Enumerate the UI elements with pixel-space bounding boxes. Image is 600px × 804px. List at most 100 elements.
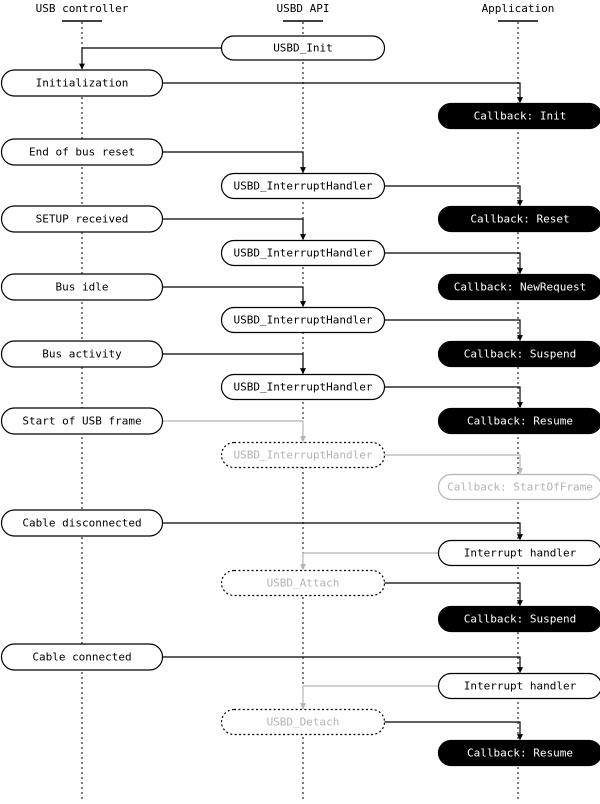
- node-label-start-of-usb-frame: Start of USB frame: [22, 415, 141, 428]
- node-label-setup-received: SETUP received: [36, 213, 129, 226]
- node-usbd-attach: USBD_Attach: [220, 569, 386, 597]
- connection-c-ih2-to-detach: [300, 685, 439, 710]
- connection-c-ih1-to-attach: [300, 552, 439, 571]
- connection-c-attach-to-cbsuspend2: [384, 582, 523, 607]
- node-label-cable-connected: Cable connected: [32, 651, 131, 664]
- node-usbd-init: USBD_Init: [220, 35, 386, 61]
- node-shape-irq-handler-2: [220, 239, 386, 267]
- node-cable-disconnected: Cable disconnected: [0, 509, 164, 537]
- node-initialization: Initialization: [0, 69, 164, 97]
- node-label-irq-handler-2: USBD_InterruptHandler: [233, 247, 372, 260]
- connection-c-setup-to-irq2: [162, 218, 306, 241]
- node-shape-cable-connected: [0, 643, 164, 671]
- node-label-cable-disconnected: Cable disconnected: [22, 517, 141, 530]
- node-setup-received: SETUP received: [0, 205, 164, 233]
- node-shape-callback-suspend-2: [437, 605, 600, 633]
- node-usbd-detach: USBD_Detach: [220, 708, 386, 736]
- lifeline-headers-layer: USB controller USBD API Application: [36, 2, 555, 22]
- node-shape-bus-idle: [0, 273, 164, 301]
- connection-c-irq3-to-cbsuspend: [384, 319, 523, 342]
- node-label-irq-handler-5: USBD_InterruptHandler: [233, 449, 372, 462]
- connection-c-irq4-to-cbresume: [384, 386, 523, 409]
- node-irq-handler-4: USBD_InterruptHandler: [220, 373, 386, 401]
- node-label-callback-startofframe: Callback: StartOfFrame: [447, 481, 593, 494]
- node-shape-end-of-bus-reset: [0, 138, 164, 166]
- node-shape-callback-newrequest: [437, 273, 600, 301]
- node-label-usbd-init: USBD_Init: [273, 42, 333, 55]
- node-callback-reset: Callback: Reset: [437, 205, 600, 233]
- node-shape-interrupt-handler-1: [437, 539, 600, 567]
- node-bus-idle: Bus idle: [0, 273, 164, 301]
- node-shape-callback-init: [437, 102, 600, 130]
- node-irq-handler-5: USBD_InterruptHandler: [220, 441, 386, 469]
- node-end-of-bus-reset: End of bus reset: [0, 138, 164, 166]
- node-irq-handler-2: USBD_InterruptHandler: [220, 239, 386, 267]
- connection-c-disconnect-to-ih1: [162, 522, 523, 541]
- node-shape-callback-resume-2: [437, 739, 600, 767]
- node-start-of-usb-frame: Start of USB frame: [0, 407, 164, 435]
- node-shape-bus-activity: [0, 340, 164, 368]
- lifeline-title-usb-controller: USB controller: [36, 2, 129, 15]
- node-label-callback-resume-2: Callback: Resume: [467, 747, 573, 760]
- node-shape-cable-disconnected: [0, 509, 164, 537]
- node-label-callback-newrequest: Callback: NewRequest: [454, 281, 586, 294]
- node-label-end-of-bus-reset: End of bus reset: [29, 146, 135, 159]
- node-shape-irq-handler-5: [220, 441, 386, 469]
- node-label-initialization: Initialization: [36, 77, 129, 90]
- node-callback-resume-2: Callback: Resume: [437, 739, 600, 767]
- node-interrupt-handler-2: Interrupt handler: [437, 672, 600, 700]
- node-callback-suspend-2: Callback: Suspend: [437, 605, 600, 633]
- node-label-irq-handler-1: USBD_InterruptHandler: [233, 180, 372, 193]
- node-callback-startofframe: Callback: StartOfFrame: [437, 473, 600, 501]
- node-callback-suspend-1: Callback: Suspend: [437, 340, 600, 368]
- node-shape-interrupt-handler-2: [437, 672, 600, 700]
- node-label-callback-reset: Callback: Reset: [470, 213, 569, 226]
- node-shape-usbd-detach: [220, 708, 386, 736]
- node-label-usbd-attach: USBD_Attach: [267, 577, 340, 590]
- node-shape-irq-handler-3: [220, 306, 386, 334]
- node-shape-callback-startofframe: [437, 473, 600, 501]
- node-label-irq-handler-3: USBD_InterruptHandler: [233, 314, 372, 327]
- lifeline-title-application: Application: [482, 2, 555, 15]
- connection-c-irq2-to-cbnewrequest: [384, 252, 523, 275]
- node-label-irq-handler-4: USBD_InterruptHandler: [233, 381, 372, 394]
- node-label-interrupt-handler-1: Interrupt handler: [464, 547, 577, 560]
- lifeline-title-usbd-api: USBD API: [277, 2, 330, 15]
- node-callback-init: Callback: Init: [437, 102, 600, 130]
- connection-c-busactivity-to-irq4: [162, 353, 306, 375]
- node-shape-callback-suspend-1: [437, 340, 600, 368]
- node-label-usbd-detach: USBD_Detach: [267, 716, 340, 729]
- node-shape-irq-handler-1: [220, 172, 386, 200]
- connection-c-reset-to-irq1: [162, 151, 306, 174]
- connection-c-irq5-to-cbsof: [384, 454, 523, 475]
- node-bus-activity: Bus activity: [0, 340, 164, 368]
- node-callback-newrequest: Callback: NewRequest: [437, 273, 600, 301]
- node-interrupt-handler-1: Interrupt handler: [437, 539, 600, 567]
- node-shape-usbd-attach: [220, 569, 386, 597]
- node-shape-irq-handler-4: [220, 373, 386, 401]
- node-label-callback-suspend-1: Callback: Suspend: [464, 348, 577, 361]
- node-shape-setup-received: [0, 205, 164, 233]
- connection-c-detach-to-cbresume2: [384, 721, 523, 741]
- connection-c-connect-to-ih2: [162, 656, 523, 674]
- node-shape-start-of-usb-frame: [0, 407, 164, 435]
- node-shape-initialization: [0, 69, 164, 97]
- connection-c-initialization-to-cbinit: [162, 82, 523, 104]
- node-label-bus-activity: Bus activity: [42, 348, 122, 361]
- connections-layer: [79, 47, 523, 741]
- node-cable-connected: Cable connected: [0, 643, 164, 671]
- connection-c-irq1-to-cbreset: [384, 185, 523, 207]
- node-label-callback-suspend-2: Callback: Suspend: [464, 613, 577, 626]
- node-label-interrupt-handler-2: Interrupt handler: [464, 680, 577, 693]
- node-irq-handler-3: USBD_InterruptHandler: [220, 306, 386, 334]
- node-callback-resume-1: Callback: Resume: [437, 407, 600, 435]
- node-shape-callback-reset: [437, 205, 600, 233]
- connection-c-init-to-initialization: [79, 47, 222, 70]
- connection-c-sof-to-irq5: [162, 420, 306, 443]
- connection-c-busidle-to-irq3: [162, 286, 306, 308]
- node-label-bus-idle: Bus idle: [56, 281, 109, 294]
- node-shape-callback-resume-1: [437, 407, 600, 435]
- node-label-callback-init: Callback: Init: [474, 110, 567, 123]
